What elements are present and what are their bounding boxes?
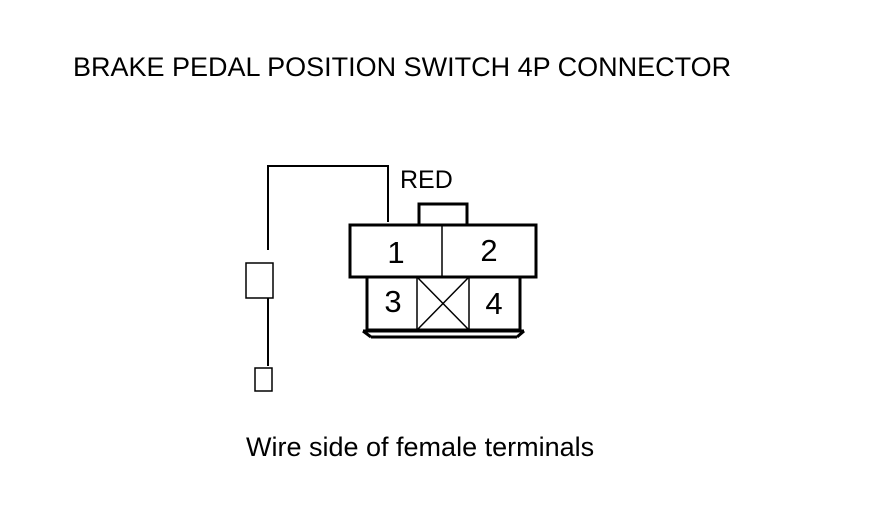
diagram-caption: Wire side of female terminals xyxy=(246,432,594,462)
connector-base xyxy=(362,329,525,339)
terminal-1-number: 1 xyxy=(387,235,404,270)
terminal-3-number: 3 xyxy=(384,284,401,319)
probe-tip xyxy=(254,367,273,392)
upper-row-housing xyxy=(348,223,538,279)
terminal-2-number: 2 xyxy=(480,233,497,268)
terminal-4-number: 4 xyxy=(485,286,502,321)
probe-clip xyxy=(245,262,274,299)
diagram-title: BRAKE PEDAL POSITION SWITCH 4P CONNECTOR xyxy=(73,52,731,82)
cavity-dividers xyxy=(416,225,470,330)
blocked-cavity-mark xyxy=(416,276,470,331)
wire-lead xyxy=(267,165,389,366)
connector-color-label: RED xyxy=(400,166,453,194)
lock-tab xyxy=(417,202,469,228)
connector-body xyxy=(348,202,538,332)
